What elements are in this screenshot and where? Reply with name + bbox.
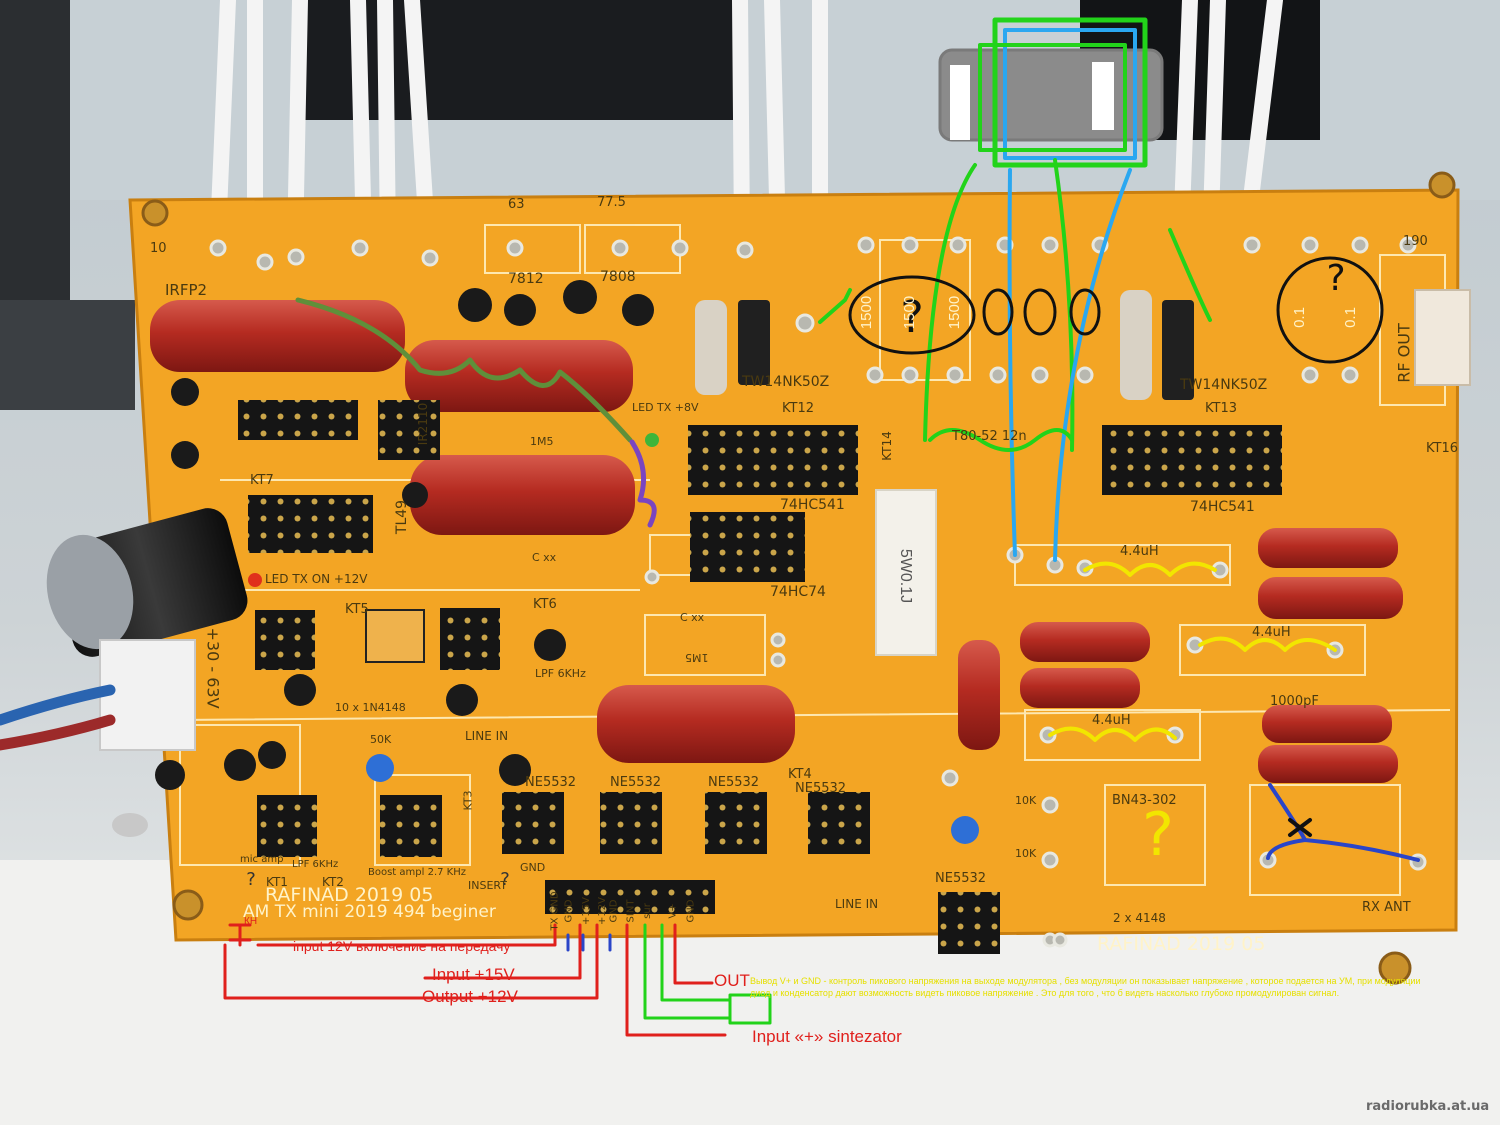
label-led-tx: LED TX +8V: [632, 401, 699, 414]
label-line-in: LINE IN: [465, 729, 509, 743]
pin-gnd-2: GND: [608, 899, 620, 923]
pin-12v: +12V: [596, 897, 608, 925]
label-lpf-mic: LPF 6KHz: [292, 859, 339, 870]
label-cxx-b: C xx: [680, 611, 705, 624]
label-kt5: KT5: [345, 602, 369, 617]
label-kt7: KT7: [250, 473, 274, 488]
label-7812: 7812: [508, 271, 544, 287]
watermark: radiorubka.at.ua: [1366, 1099, 1490, 1114]
label-rf-out: RF OUT: [1394, 323, 1414, 383]
label-insert: INSERT: [468, 879, 507, 892]
label-63: 63: [508, 197, 525, 212]
annotation-sint-input: Input «+» sintezator: [752, 1027, 902, 1046]
board-title-right: RAFINAD 2019 05: [1097, 933, 1266, 955]
label-cap-1500-a: 1500: [858, 295, 876, 330]
label-ne5532-1: NE5532: [525, 775, 577, 790]
annotation-output-12v: Output +12V: [422, 987, 518, 1006]
label-10k-a: 10K: [1015, 794, 1037, 807]
label-1m5-b: 1M5: [685, 651, 709, 664]
label-line-in-2: LINE IN: [835, 897, 879, 911]
annotation-input-15v: Input +15V: [432, 965, 515, 984]
pin-tx-gnd: TX GND: [549, 891, 561, 931]
label-kt13: KT13: [1205, 401, 1237, 416]
label-cap-1500-b: 1500: [901, 295, 919, 330]
label-kt1: KT1: [266, 875, 288, 889]
label-boost: Boost ampl 2.7 KHz: [368, 867, 466, 878]
label-mosfet-left: TW14NK50Z: [742, 374, 830, 390]
label-7808: 7808: [600, 269, 636, 285]
label-2x4148: 2 x 4148: [1113, 911, 1166, 925]
label-74hc541-top: 74HC541: [780, 497, 845, 513]
pin-15v: +15V: [580, 897, 592, 925]
label-10k-b: 10K: [1015, 847, 1037, 860]
pin-vplus: V+: [667, 903, 679, 919]
label-ne5532-3: NE5532: [708, 775, 760, 790]
label-1m5-a: 1M5: [530, 435, 554, 448]
pin-sint: SINT: [625, 899, 637, 923]
label-ir2110: IR2110: [416, 402, 431, 446]
label-cap-01-a: 0.1: [1290, 307, 1308, 328]
label-50k: 50K: [370, 733, 392, 746]
question-mark-4: ?: [246, 869, 256, 890]
label-ind-a: 4.4uH: [1120, 544, 1159, 559]
label-diodes: 10 x 1N4148: [335, 701, 406, 714]
label-cap-1000: 1000pF: [1270, 694, 1319, 709]
annotation-out-desc-1: Вывод V+ и GND - контроль пикового напря…: [750, 976, 1421, 986]
board-title-2: AM TX mini 2019 494 beginer: [243, 902, 496, 922]
label-cap-01-b: 0.1: [1341, 307, 1359, 328]
label-rx-ant: RX ANT: [1362, 900, 1411, 915]
label-77-5: 77.5: [597, 195, 626, 210]
board-title-1: RAFINAD 2019 05: [265, 884, 434, 906]
label-ne5532-2: NE5532: [610, 775, 662, 790]
label-mic-amp: mic amp: [240, 854, 284, 865]
label-cap-1500-c: 1500: [946, 295, 964, 330]
label-kt16: KT16: [1426, 441, 1458, 456]
annotation-out-desc-2: диод и конденсатор дают возможность виде…: [750, 988, 1340, 998]
label-10: 10: [150, 241, 167, 256]
label-kt6: KT6: [533, 597, 557, 612]
label-kt4: KT4: [788, 767, 812, 782]
monitor-left: [300, 0, 740, 120]
film-capacitors: [150, 300, 1403, 783]
question-mark-3: ?: [1142, 800, 1174, 870]
label-lpf: LPF 6KHz: [535, 667, 586, 680]
label-ind-c: 4.4uH: [1092, 713, 1131, 728]
ic-sockets: [238, 400, 1282, 954]
label-mosfet-right: TW14NK50Z: [1180, 377, 1268, 393]
question-mark-1: ?: [900, 292, 923, 343]
annotation-tx-switch: input 12V включение на передачу: [293, 938, 511, 954]
label-kt12: KT12: [782, 401, 814, 416]
label-5w-resistor: 5W0.1J: [897, 548, 915, 604]
question-mark-5: ?: [500, 869, 510, 890]
supply-cables: [0, 684, 116, 751]
label-cxx-a: C xx: [532, 551, 557, 564]
pin-gnd-3: GND: [685, 899, 697, 923]
annotation-out: OUT: [714, 971, 750, 990]
label-ind-b: 4.4uH: [1252, 625, 1291, 640]
label-190: 190: [1403, 234, 1428, 249]
label-kt14: KT14: [879, 431, 894, 461]
label-bn43: BN43-302: [1112, 793, 1177, 808]
label-kt2: KT2: [322, 875, 344, 889]
label-tl494: TL49: [394, 499, 411, 535]
label-74hc541-right: 74HC541: [1190, 499, 1255, 515]
label-74hc74: 74HC74: [770, 584, 826, 600]
label-irfp: IRFP2: [165, 281, 208, 299]
label-gnd: GND: [520, 861, 546, 874]
electrolytic-capacitors: [46, 280, 654, 790]
pin-gnd: GND: [563, 899, 575, 923]
drawn-overlay: [223, 17, 1420, 1037]
pin-sur: sur: [641, 903, 653, 919]
question-mark-2: ?: [1326, 258, 1345, 299]
label-ne5532-4: NE5532: [795, 781, 847, 796]
label-ne5532-5: NE5532: [935, 871, 987, 886]
label-kt3: KT3: [461, 790, 475, 811]
annotation-kn: КН: [244, 916, 258, 927]
misc-components: [99, 289, 1471, 844]
label-led-tx-on: LED TX ON +12V: [265, 572, 368, 586]
label-supply: +30 - 63V: [203, 627, 223, 709]
label-toroid: T80-52 12n: [952, 429, 1027, 444]
